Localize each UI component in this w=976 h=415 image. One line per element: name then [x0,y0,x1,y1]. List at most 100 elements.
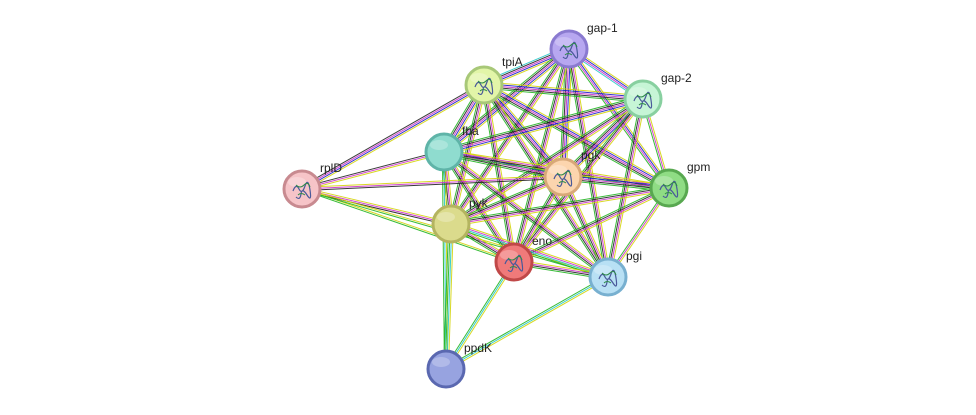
edge-line [450,186,669,224]
edge-gpm-pyk [450,185,670,227]
node-gap-2[interactable]: gap-2 [623,71,692,119]
edge-fba-rplD [301,149,445,192]
node-circle[interactable] [464,65,504,105]
edge-line [302,86,486,192]
edge-line [484,83,565,177]
node-pgi[interactable]: pgi [588,249,642,297]
edge-line [450,175,563,224]
edge-tpiA-gap-2 [483,81,644,103]
node-gpm[interactable]: gpm [649,160,710,208]
edge-line [301,189,514,264]
protein-structure-detail [562,42,578,56]
edge-line [562,48,570,178]
edge-line [302,85,485,191]
edge-line [451,177,564,226]
node-rplD[interactable]: rplD [282,161,342,209]
edge-line [301,83,484,189]
edge-line [451,222,609,277]
edge-gpm-eno [512,185,671,265]
node-highlight [437,212,455,222]
node-eno[interactable]: eno [494,234,552,282]
node-circle[interactable] [588,257,628,297]
edge-line [565,49,573,178]
edge-line [569,48,671,188]
node-gap-1[interactable]: gap-1 [549,21,618,69]
node-label: pgi [626,249,642,263]
edge-line [484,82,644,98]
node-circle[interactable] [282,169,322,209]
edge-line [301,174,563,188]
node-pgk[interactable]: pgk [543,148,601,197]
node-pyk[interactable]: pyk [431,196,489,244]
edge-line [449,96,642,223]
edge-line [570,48,611,277]
edge-tpiA-eno [481,84,517,263]
edge-line [444,100,644,155]
edge-line [451,221,609,276]
edge-line [483,87,643,103]
node-label: rplD [320,161,342,175]
edge-line [566,49,607,278]
edge-rplD-pgk [301,174,564,192]
edge-pgk-pyk [449,174,565,227]
edge-line [570,47,672,187]
protein-structure-detail [601,270,617,284]
edge-tpiA-rplD [300,82,486,192]
node-highlight [470,73,488,83]
edge-line [606,98,643,277]
node-label: ppdK [464,341,492,355]
node-circle[interactable] [431,204,471,244]
edge-line [448,84,483,224]
protein-structure-detail [507,255,523,269]
node-label: fba [462,124,479,138]
edge-line [512,185,669,261]
node-label: pgk [581,148,601,162]
edge-line [449,84,484,224]
protein-structure-detail [295,182,311,196]
node-circle[interactable] [494,242,534,282]
edge-rplD-pyk [301,186,452,227]
edge-line [451,99,644,226]
edge-line [446,224,453,370]
node-highlight [500,250,518,260]
edge-line [443,152,608,279]
edge-line [445,261,515,370]
protein-structure-detail [662,181,678,195]
edge-line [300,82,484,188]
edge-line [445,51,572,155]
node-label: pyk [469,196,489,210]
node-circle[interactable] [649,168,689,208]
edge-line [483,84,644,100]
edge-line [444,151,516,262]
edge-line [482,85,669,190]
edge-line [513,186,669,262]
edge-gap-2-fba [443,95,644,156]
node-circle[interactable] [424,132,464,172]
edge-line [446,262,516,371]
edge-line [446,277,610,371]
edge-line [445,276,609,370]
node-highlight [288,177,306,187]
edge-line [452,100,645,227]
edge-line [481,85,513,263]
edge-line [447,224,454,370]
edge-pyk-ppdK [443,223,454,370]
node-circle[interactable] [426,349,466,389]
node-highlight [549,165,567,175]
edge-line [450,97,643,224]
node-circle[interactable] [543,157,583,197]
edge-line [515,49,572,263]
node-fba[interactable]: fba [424,124,479,172]
edge-line [482,85,514,263]
edge-line [564,49,572,178]
edge-line [302,153,445,192]
node-highlight [594,265,612,275]
node-circle[interactable] [623,79,663,119]
node-tpiA[interactable]: tpiA [464,55,523,105]
edge-line [444,275,608,369]
node-circle[interactable] [549,29,589,69]
node-ppdK[interactable]: ppdK [426,341,492,389]
edge-line [443,96,643,151]
node-highlight [430,140,448,150]
edge-line [608,99,645,278]
